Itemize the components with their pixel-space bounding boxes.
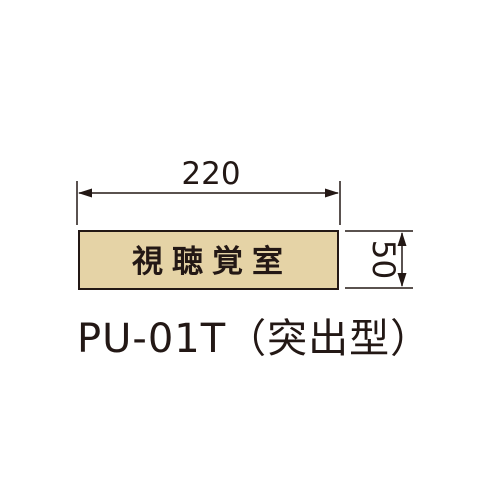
height-arrow-top bbox=[397, 232, 407, 246]
plate-label: 視聴覚室 bbox=[132, 244, 292, 280]
model-name: PU-01T（突出型） bbox=[77, 316, 431, 362]
sign-plate: 視聴覚室 bbox=[78, 230, 339, 290]
width-dimension: 220 bbox=[76, 156, 341, 225]
width-arrow-left bbox=[78, 188, 92, 198]
width-arrow-right bbox=[325, 188, 339, 198]
width-label: 220 bbox=[181, 156, 240, 192]
height-dimension: 50 bbox=[345, 230, 413, 289]
height-arrow-bottom bbox=[397, 273, 407, 287]
plate-body bbox=[78, 230, 339, 290]
height-label: 50 bbox=[365, 240, 401, 279]
